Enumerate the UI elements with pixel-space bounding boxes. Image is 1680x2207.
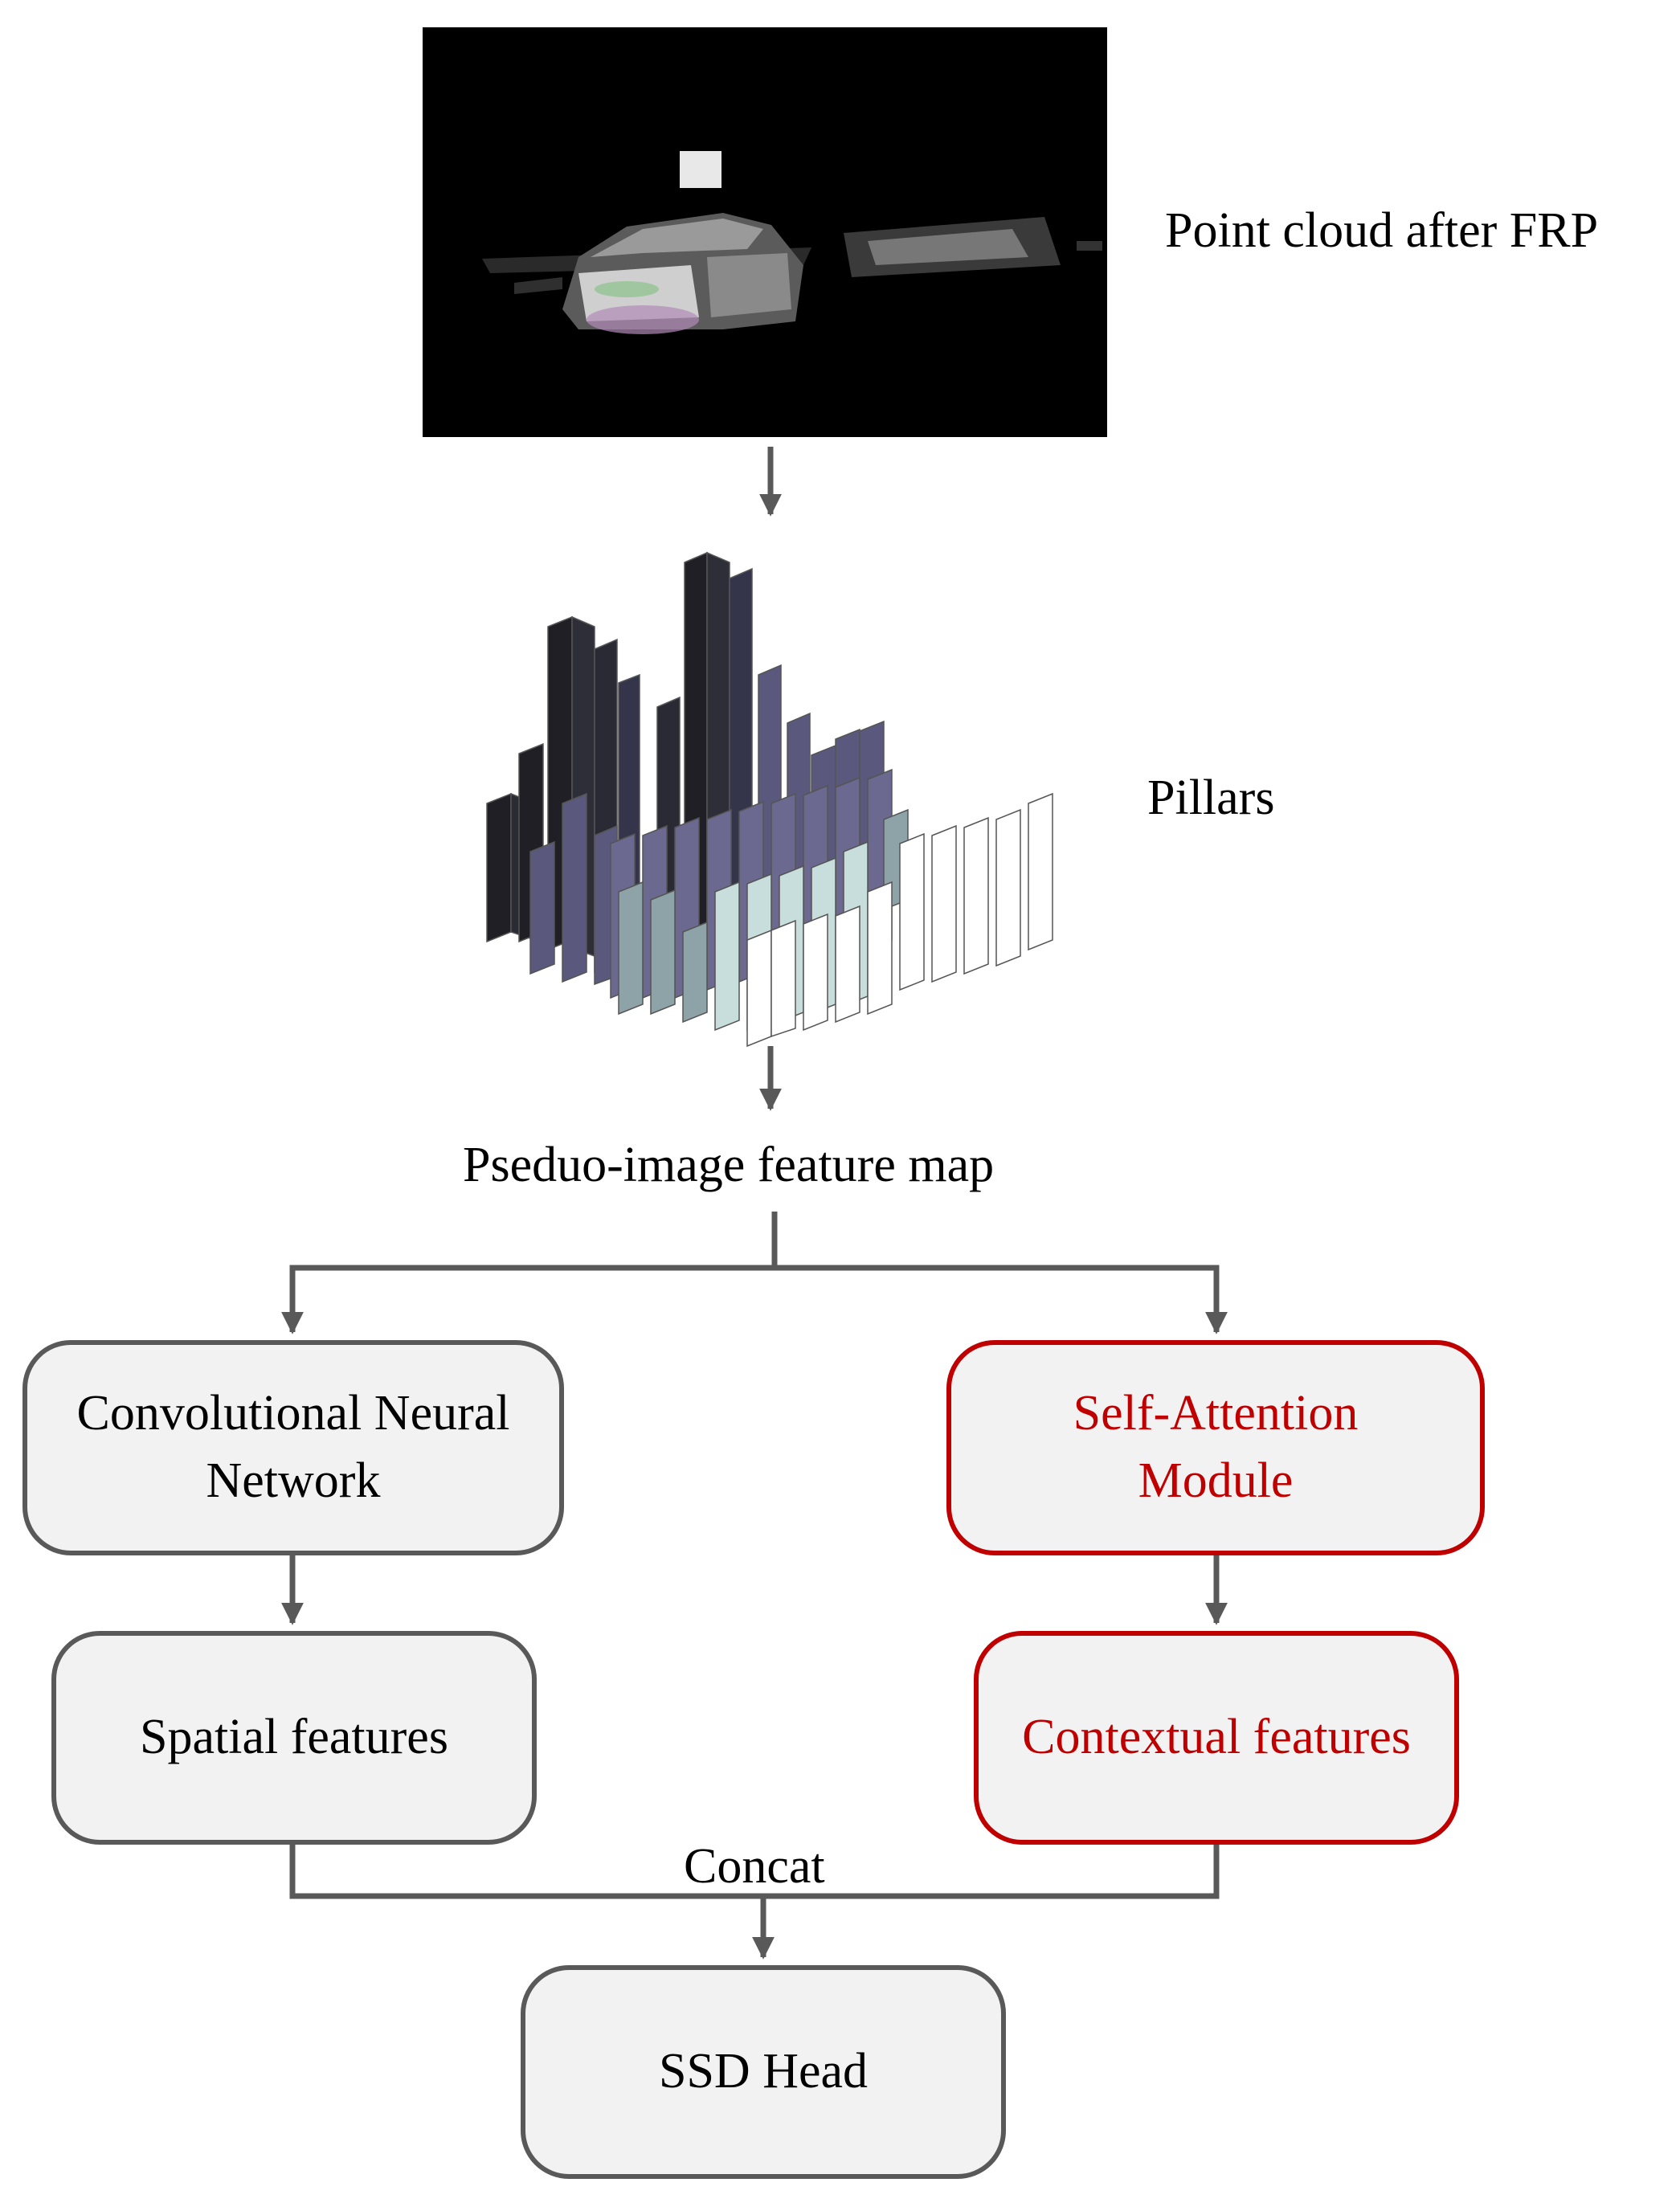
connector-lines <box>281 447 1228 1960</box>
spatial-features-box: Spatial features <box>51 1631 537 1845</box>
contextual-features-label: Contextual features <box>1022 1710 1411 1765</box>
pillars-graphic <box>486 551 1053 1048</box>
self-attention-label-line1: Self-Attention <box>1073 1386 1359 1441</box>
pseudo-image-label: Pseduo-image feature map <box>463 1138 995 1192</box>
pillars-label: Pillars <box>1147 770 1275 825</box>
concat-label: Concat <box>684 1839 825 1894</box>
self-attention-box: Self-Attention Module <box>946 1340 1485 1555</box>
ssd-head-box: SSD Head <box>521 1965 1006 2179</box>
contextual-features-box: Contextual features <box>974 1631 1459 1845</box>
ssd-head-label: SSD Head <box>658 2044 869 2099</box>
point-cloud-image <box>423 27 1107 437</box>
cnn-label-line1: Convolutional Neural <box>76 1386 510 1441</box>
cnn-label-line2: Network <box>206 1453 381 1508</box>
self-attention-label-line2: Module <box>1138 1453 1294 1508</box>
point-cloud-label: Point cloud after FRP <box>1165 203 1599 258</box>
spatial-features-label: Spatial features <box>140 1710 448 1765</box>
cnn-box: Convolutional Neural Network <box>22 1340 564 1555</box>
